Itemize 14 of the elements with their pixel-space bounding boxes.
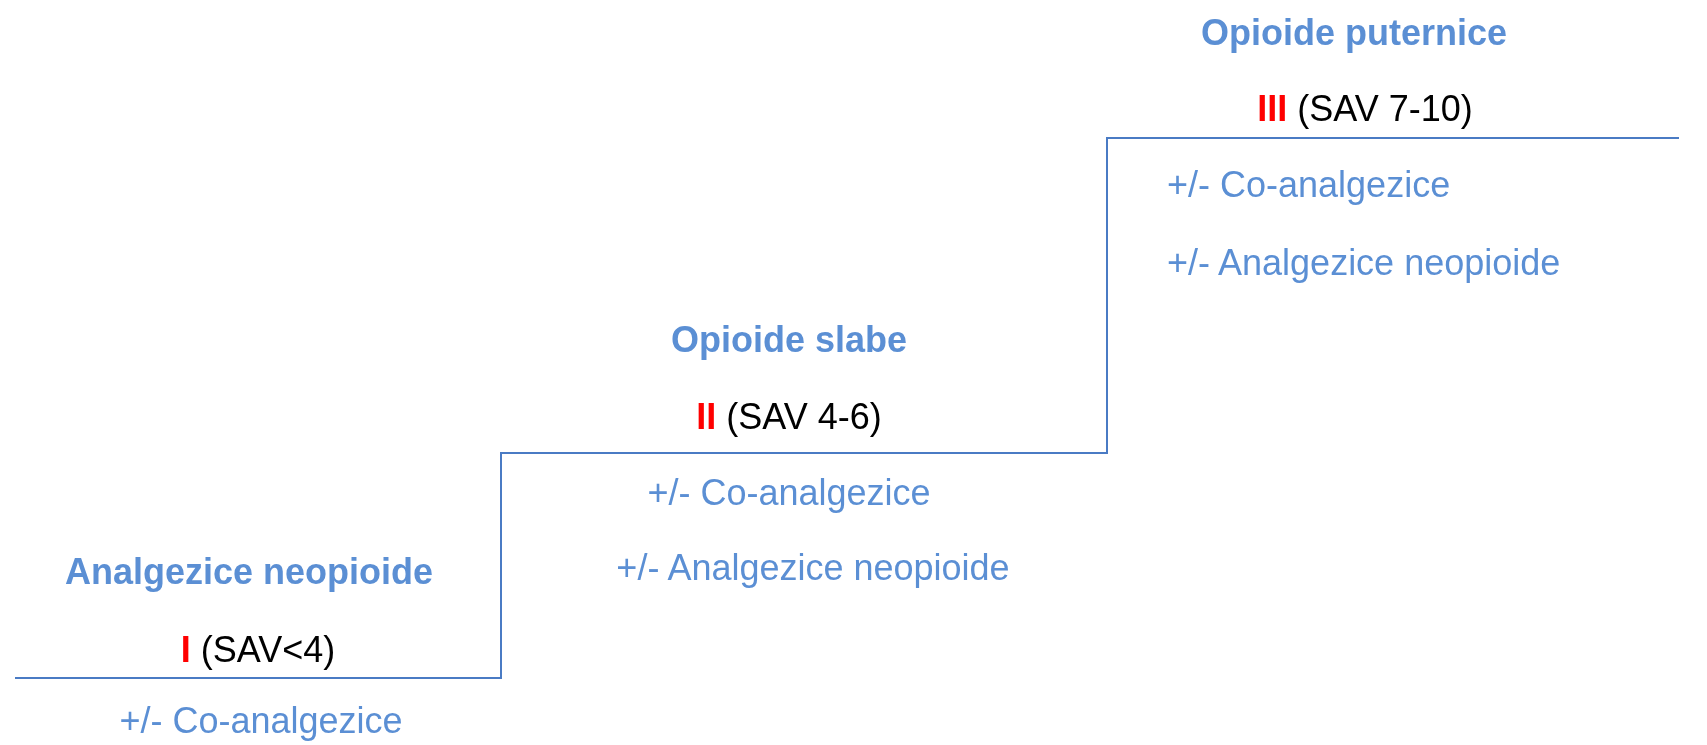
step-numeral: III [1257, 88, 1288, 130]
pain-score-range: (SAV 4-6) [726, 396, 882, 438]
step-heading: Opioide puternice [1201, 12, 1507, 54]
step-heading: Opioide slabe [670, 319, 908, 361]
medication-note: +/- Co-analgezice [1167, 164, 1451, 206]
step-numeral: II [696, 396, 717, 438]
medication-note: +/- Analgezice neopioide [1167, 242, 1561, 284]
medication-note: +/- Analgezice neopioide [616, 547, 1010, 589]
step-heading: Analgezice neopioide [64, 551, 434, 593]
pain-score-range: (SAV<4) [200, 629, 336, 671]
step-numeral: I [180, 629, 191, 671]
pain-score-range: (SAV 7-10) [1297, 88, 1473, 130]
medication-note: +/- Co-analgezice [647, 472, 931, 514]
medication-note: +/- Co-analgezice [119, 700, 403, 742]
